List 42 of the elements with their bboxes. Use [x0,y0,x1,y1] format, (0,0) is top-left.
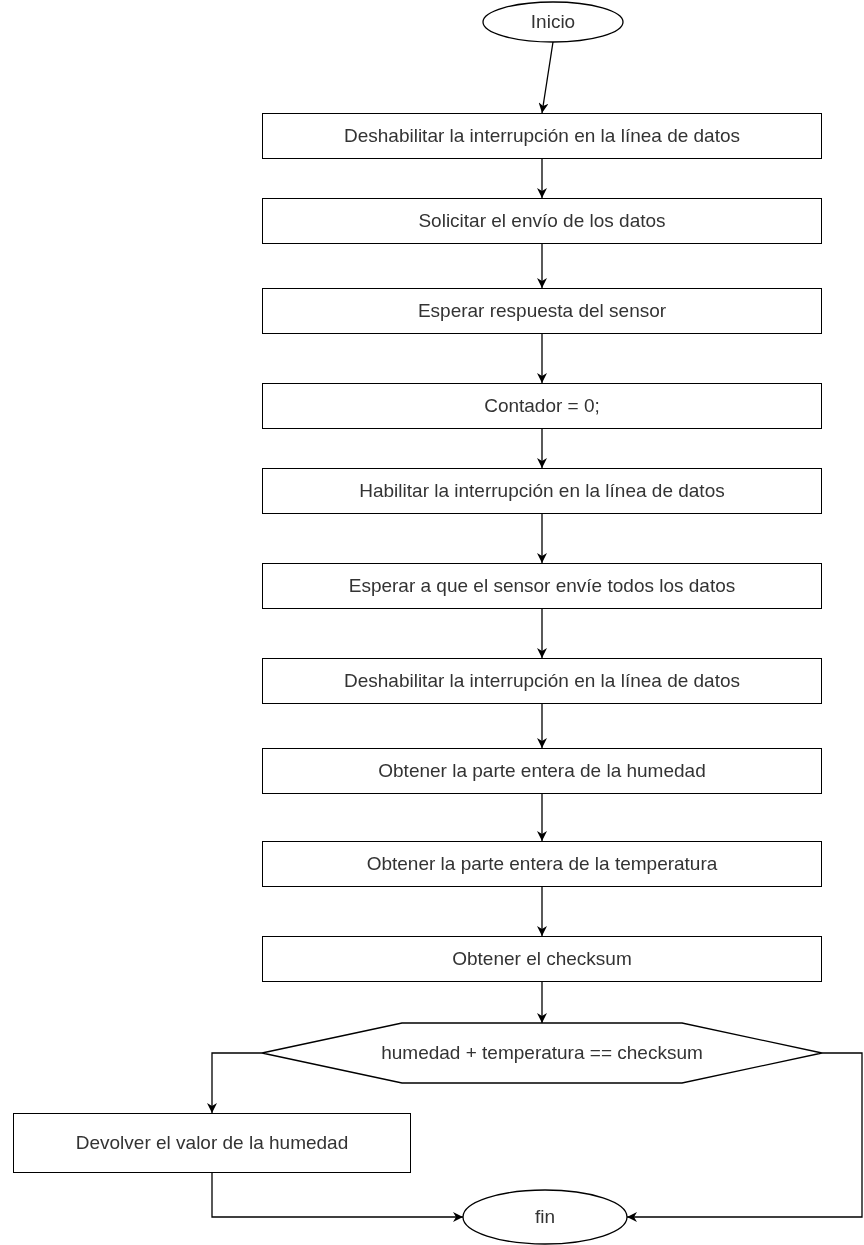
arrow [537,243,547,289]
arrow [537,886,547,937]
arrow [537,703,547,749]
process-box [262,198,822,244]
arrow [626,1052,863,1222]
process-box [262,841,822,887]
process-box [13,1113,411,1173]
node-text: Esperar a que el sensor envíe todos los datos [348,574,736,598]
node-text: Esperar respuesta del sensor [417,299,667,323]
node-text: Devolver el valor de la humedad [75,1131,349,1155]
arrow [537,513,547,564]
terminal-ellipse [463,1190,627,1244]
process-box [262,113,822,159]
node-text: Obtener la parte entera de la temperatura [366,852,718,876]
process-box [262,748,822,794]
arrow [537,428,547,469]
process-box [262,288,822,334]
process-box [262,658,822,704]
node-text: fin [534,1205,556,1229]
node-text: Deshabilitar la interrupción en la línea de datos [343,669,741,693]
process-box [262,563,822,609]
arrow [537,608,547,659]
arrow [538,41,554,114]
node-text: humedad + temperatura == checksum [381,1041,703,1065]
decision-hexagon [262,1023,822,1083]
process-box [262,936,822,982]
arrow [537,333,547,384]
arrow [207,1052,263,1114]
process-box [262,468,822,514]
node-text: Obtener la parte entera de la humedad [378,759,706,783]
node-text: Contador = 0; [484,394,600,418]
node-text: Habilitar la interrupción en la línea de datos [359,479,725,503]
arrow [211,1172,464,1222]
node-text: Solicitar el envío de los datos [418,209,666,233]
arrow [537,158,547,199]
node-text: Inicio [530,10,576,34]
process-box [262,383,822,429]
terminal-ellipse [483,2,623,42]
arrow [537,793,547,842]
arrow [537,981,547,1024]
node-text: Obtener el checksum [452,947,632,971]
node-text: Deshabilitar la interrupción en la línea de datos [343,124,741,148]
